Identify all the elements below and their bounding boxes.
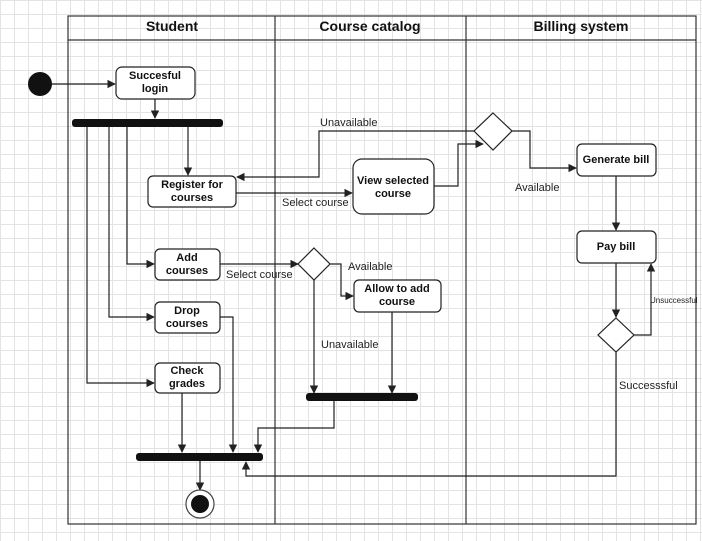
lane-title-billing-system: Billing system [534,18,629,34]
final-node-inner [191,495,209,513]
lane-title-student: Student [146,18,198,34]
label-unavailable-mid: Unavailable [321,339,378,351]
node-generate-bill-label: Generate bill [583,154,650,166]
label-successful: Successsful [619,380,678,392]
node-successful-login-line2: login [142,83,169,95]
edge-decision-available [512,130,577,173]
initial-node [28,72,52,96]
label-unavailable-top: Unavailable [320,117,377,129]
edge-fork-grades [86,127,155,388]
node-view-selected-line2: course [375,188,411,200]
label-select-course-1: Select course [282,197,349,209]
node-allow-add-line2: course [379,296,415,308]
edge-decision-unavailable [236,130,474,182]
edge-drop-join [220,316,238,453]
label-select-course-2: Select course [226,269,293,281]
fork-bar [72,119,223,127]
node-drop-courses-line2: courses [166,318,208,330]
node-allow-add-line1: Allow to add [364,283,429,295]
edge-fork-add [126,127,155,269]
edge-view-decision [434,139,484,187]
node-check-grades-line1: Check [170,365,204,377]
edge-payment-unsuccessful [634,263,656,336]
label-available-mid: Available [348,261,392,273]
node-check-grades-line2: grades [169,378,205,390]
node-pay-bill-label: Pay bill [597,241,636,253]
node-register-line1: Register for [161,179,223,191]
node-add-courses-line2: courses [166,265,208,277]
node-allow-add-course [353,279,442,313]
edge-catalog-available [330,263,354,301]
decision-payment [597,317,635,353]
node-check-grades [154,362,221,394]
edge-payment-successful [241,352,617,477]
node-register-courses [147,175,237,208]
label-available-top: Available [515,182,559,194]
lane-title-course-catalog: Course catalog [319,18,420,34]
final-join-bar [136,453,263,461]
label-unsuccessful: Unsuccessful [650,296,698,305]
decision-catalog [297,247,331,281]
node-drop-courses-line1: Drop [174,305,200,317]
edge-fork-drop [108,127,155,322]
node-register-line2: courses [171,192,213,204]
node-successful-login-line1: Succesful [129,70,181,82]
catalog-join-bar [306,393,418,401]
swimlane-frame [67,15,697,525]
node-add-courses-line1: Add [176,252,197,264]
decision-top [473,112,513,151]
edge-catalog-join-final [253,401,335,453]
node-view-selected-line1: View selected [357,175,429,187]
